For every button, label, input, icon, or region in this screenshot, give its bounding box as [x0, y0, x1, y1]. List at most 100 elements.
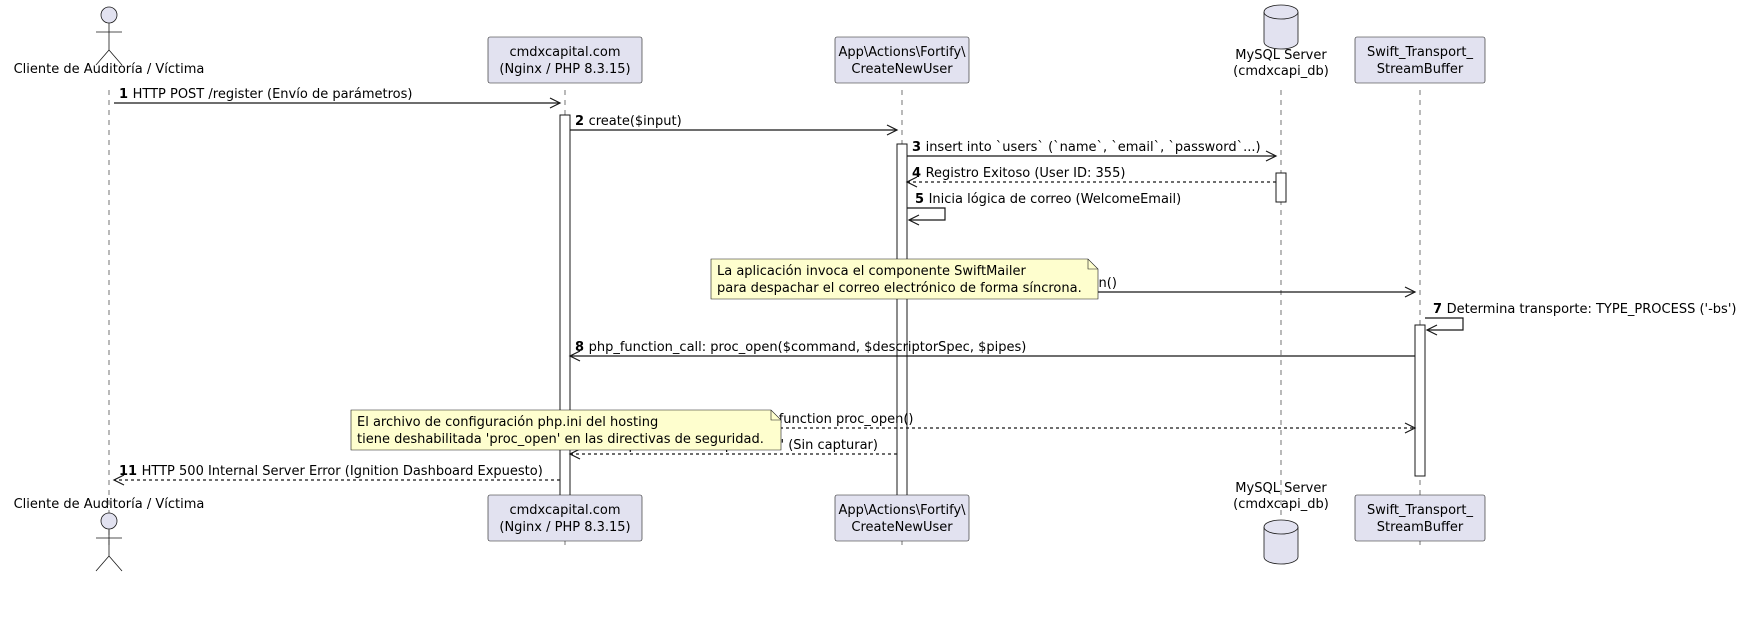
arrowhead: [112, 474, 125, 486]
message-1: 1 HTTP POST /register (Envío de parámetr…: [114, 87, 562, 109]
participant-box: [1354, 494, 1486, 542]
message-label: 5 Inicia lógica de correo (WelcomeEmail): [915, 192, 1181, 207]
actor-head: [100, 512, 118, 530]
arrowhead: [568, 350, 581, 362]
participant-label: CreateNewUser: [851, 62, 953, 77]
participant-label: (Nginx / PHP 8.3.15): [499, 520, 630, 535]
participant-label: CreateNewUser: [851, 520, 953, 535]
message-label: 2 create($input): [575, 114, 682, 129]
note-fold: [770, 410, 781, 421]
actor-top-client: Cliente de Auditoría / Víctima: [14, 6, 205, 77]
actor-label: Cliente de Auditoría / Víctima: [14, 62, 205, 77]
participant-top-action: App\Actions\Fortify\ CreateNewUser: [834, 36, 970, 84]
message-label: 3 insert into `users` (`name`, `email`, …: [912, 140, 1261, 155]
arrowhead: [1425, 324, 1438, 336]
database-label: MySQL Server: [1235, 48, 1327, 63]
database-label: (cmdxcapi_db): [1233, 497, 1329, 512]
arrowhead: [905, 176, 918, 188]
participant-box: [487, 494, 643, 542]
participant-label: App\Actions\Fortify\: [838, 503, 966, 518]
actor-leg-right: [108, 49, 123, 66]
message-text: Inicia lógica de correo (WelcomeEmail): [929, 192, 1182, 207]
database-top: [1263, 519, 1299, 535]
participant-box: [487, 36, 643, 84]
message-text: Registro Exitoso (User ID: 355): [926, 166, 1126, 181]
participant-label: Swift_Transport_: [1367, 45, 1473, 60]
participant-label: cmdxcapital.com: [509, 45, 620, 60]
message-label: 4 Registro Exitoso (User ID: 355): [912, 166, 1125, 181]
participant-label: (Nginx / PHP 8.3.15): [499, 62, 630, 77]
database-top-db: MySQL Server(cmdxcapi_db): [1233, 4, 1329, 79]
participant-top-swift: Swift_Transport_ StreamBuffer: [1354, 36, 1486, 84]
database-bottom-db: MySQL Server(cmdxcapi_db): [1233, 481, 1329, 565]
arrowhead: [1265, 150, 1278, 162]
participant-label: App\Actions\Fortify\: [838, 45, 966, 60]
participant-label: StreamBuffer: [1377, 520, 1464, 535]
participant-label: Swift_Transport_: [1367, 503, 1473, 518]
database-label: MySQL Server: [1235, 481, 1327, 496]
participant-label: cmdxcapital.com: [509, 503, 620, 518]
message-seq: 3: [912, 140, 926, 155]
message-11: 11 HTTP 500 Internal Server Error (Ignit…: [112, 464, 560, 486]
actor-bottom-client: Cliente de Auditoría / Víctima: [14, 497, 205, 572]
message-seq: 5: [915, 192, 929, 207]
self-message-line: [1425, 317, 1464, 331]
message-2: 2 create($input): [570, 114, 899, 136]
message-label: 1 HTTP POST /register (Envío de parámetr…: [119, 87, 412, 102]
database-body: [1263, 527, 1299, 565]
message-text: HTTP POST /register (Envío de parámetros…: [133, 87, 413, 102]
message-8: 8 php_function_call: proc_open($command,…: [568, 340, 1415, 362]
activation-bar-swift: [1414, 324, 1426, 477]
actor-leg-left: [95, 49, 110, 66]
message-text: Determina transporte: TYPE_PROCESS ('-bs…: [1447, 302, 1737, 317]
participant-label: StreamBuffer: [1377, 62, 1464, 77]
actor-head: [100, 6, 118, 24]
message-seq: 7: [1433, 302, 1447, 317]
activation-bar-server: [559, 114, 571, 535]
message-label: 11 HTTP 500 Internal Server Error (Ignit…: [119, 464, 543, 479]
arrowhead: [549, 97, 562, 109]
participant-box: [834, 494, 970, 542]
participant-box: [1354, 36, 1486, 84]
participant-bottom-swift: Swift_Transport_ StreamBuffer: [1354, 494, 1486, 542]
note-text: tiene deshabilitada 'proc_open' en las d…: [357, 432, 764, 447]
message-text: HTTP 500 Internal Server Error (Ignition…: [142, 464, 543, 479]
message-seq: 11: [119, 464, 142, 479]
database-label: (cmdxcapi_db): [1233, 64, 1329, 79]
message-seq: 8: [575, 340, 589, 355]
database-body: [1263, 12, 1299, 50]
self-message-line: [907, 207, 946, 221]
message-3: 3 insert into `users` (`name`, `email`, …: [907, 140, 1278, 162]
message-4: 4 Registro Exitoso (User ID: 355): [905, 166, 1276, 188]
note-fold: [1087, 259, 1098, 270]
note-action: La aplicación invoca el componente Swift…: [710, 258, 1099, 300]
note-box: [350, 409, 782, 451]
arrowhead: [907, 214, 920, 226]
database-top: [1263, 4, 1299, 20]
message-seq: 1: [119, 87, 133, 102]
arrowhead: [1404, 286, 1417, 298]
message-text: create($input): [589, 114, 682, 129]
arrowhead: [1404, 422, 1417, 434]
note-box: [710, 258, 1099, 300]
note-text: El archivo de configuración php.ini del …: [357, 415, 658, 430]
note-server: El archivo de configuración php.ini del …: [350, 409, 782, 451]
message-seq: 2: [575, 114, 589, 129]
actor-label: Cliente de Auditoría / Víctima: [14, 497, 205, 512]
message-text: insert into `users` (`name`, `email`, `p…: [926, 140, 1261, 155]
participant-bottom-action: App\Actions\Fortify\ CreateNewUser: [834, 494, 970, 542]
arrowhead: [568, 448, 581, 460]
participant-bottom-server: cmdxcapital.com (Nginx / PHP 8.3.15): [487, 494, 643, 542]
message-seq: 4: [912, 166, 926, 181]
activation-bar-db: [1275, 172, 1287, 203]
message-text: php_function_call: proc_open($command, $…: [589, 340, 1027, 355]
message-7: 7 Determina transporte: TYPE_PROCESS ('-…: [1425, 302, 1736, 336]
note-text: La aplicación invoca el componente Swift…: [717, 264, 1026, 279]
participant-box: [834, 36, 970, 84]
actor-leg-right: [108, 555, 123, 572]
arrowhead: [886, 124, 899, 136]
participant-top-server: cmdxcapital.com (Nginx / PHP 8.3.15): [487, 36, 643, 84]
message-label: 8 php_function_call: proc_open($command,…: [575, 340, 1026, 355]
message-label: 7 Determina transporte: TYPE_PROCESS ('-…: [1433, 302, 1736, 317]
